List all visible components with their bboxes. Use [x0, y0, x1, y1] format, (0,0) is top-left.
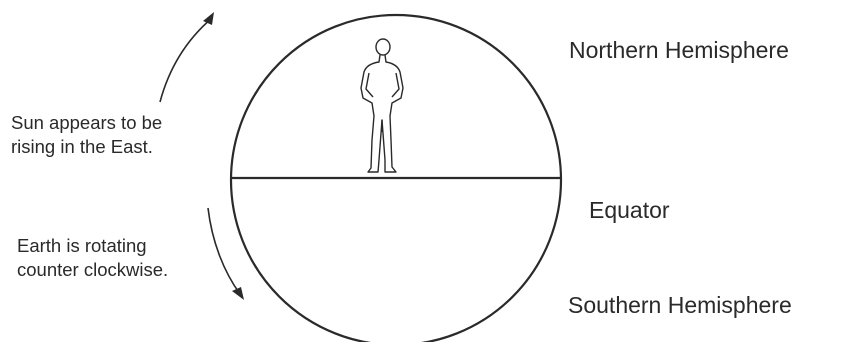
- rotation-arrowhead: [232, 287, 244, 300]
- rotation-note: Earth is rotating counter clockwise.: [17, 234, 168, 282]
- equator-label: Equator: [589, 196, 670, 224]
- sunrise-arrowhead: [203, 12, 214, 25]
- sunrise-note-line-2: rising in the East.: [11, 135, 162, 159]
- person-figure: [361, 39, 403, 172]
- sunrise-note-line-1: Sun appears to be: [11, 111, 162, 135]
- northern-hemisphere-label: Northern Hemisphere: [569, 36, 789, 64]
- southern-hemisphere-label: Southern Hemisphere: [568, 291, 792, 319]
- rotation-note-line-2: counter clockwise.: [17, 258, 168, 282]
- rotation-note-line-1: Earth is rotating: [17, 234, 168, 258]
- sunrise-arrow: [160, 18, 212, 102]
- sunrise-note: Sun appears to be rising in the East.: [11, 111, 162, 159]
